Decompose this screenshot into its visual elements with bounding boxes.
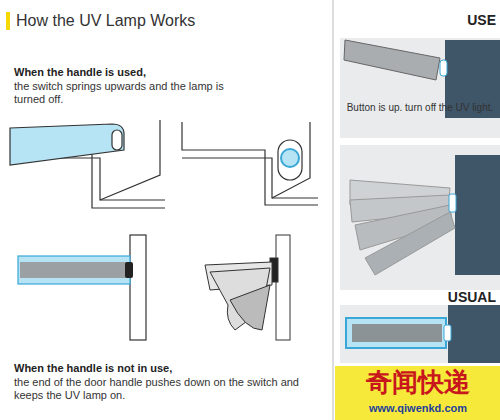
swing-panel [340, 145, 500, 290]
switch-button [182, 122, 318, 205]
watermark-ground [335, 366, 500, 420]
usual-panel [340, 305, 500, 363]
body-text: the end of the door handle pushes down o… [14, 376, 329, 402]
handle-rest [18, 235, 146, 340]
lead-text: When the handle is used, [14, 66, 324, 79]
panel-note: Button is up. turn off the UV light. [344, 102, 496, 114]
body-text: the switch springs upwards and the lamp … [14, 80, 244, 106]
divider [333, 0, 334, 420]
handle-swing [205, 235, 290, 340]
panel-heading: USE [400, 12, 496, 28]
use-panel [340, 38, 500, 138]
watermark-url: www.qiwenkd.com [338, 401, 498, 415]
title: How the UV Lamp Works [16, 11, 326, 31]
title-bar [6, 12, 10, 30]
lead-text: When the handle is not in use, [14, 362, 324, 375]
panel-heading: USUAL [400, 289, 496, 305]
handle-used [10, 120, 165, 208]
watermark: 奇闻快递 [338, 367, 498, 397]
